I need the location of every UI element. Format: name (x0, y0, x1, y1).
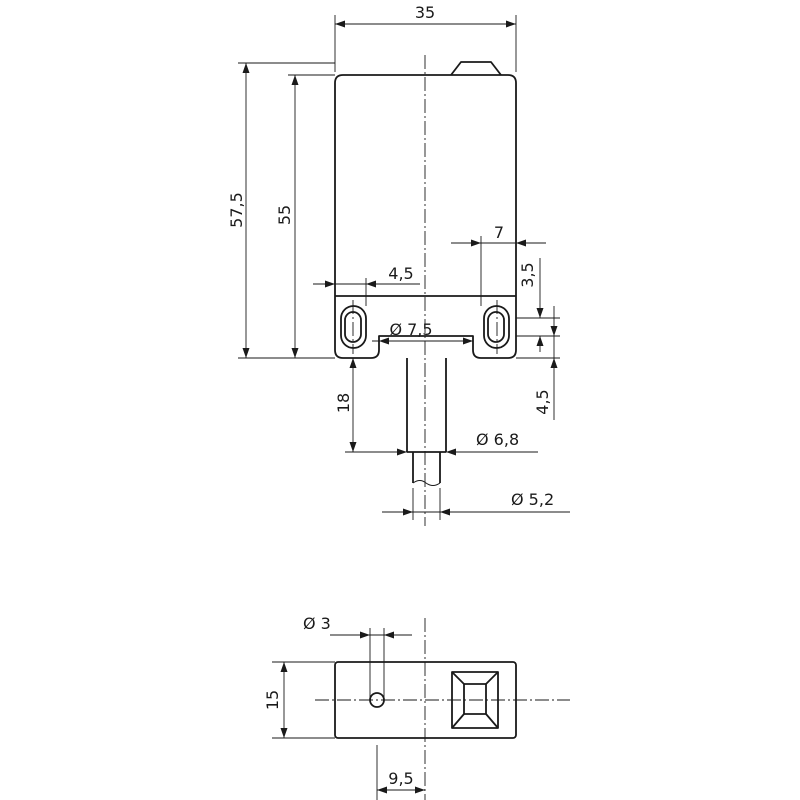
right-slot-inner (487, 311, 505, 343)
dim-slot-height-3-5: 3,5 (516, 258, 560, 352)
cable-break (412, 480, 441, 486)
dim-height-55: 55 (275, 74, 335, 358)
dim-depth-15: 15 (263, 661, 335, 739)
dim-text-18: 18 (334, 393, 353, 413)
dim-cable-length-18: 18 (334, 358, 407, 453)
dim-height-57-5: 57,5 (227, 62, 335, 359)
dim-bore-7-5: Ø 7,5 (372, 320, 473, 345)
dim-text-5-2: Ø 5,2 (511, 490, 554, 509)
dim-slot-width-7: 7 (451, 223, 546, 306)
left-mounting-slot (340, 305, 367, 349)
dim-text-dia-3: Ø 3 (303, 614, 331, 633)
dim-width-35: 35 (334, 3, 517, 72)
sensing-face (451, 671, 499, 729)
dim-text-55: 55 (275, 205, 294, 225)
dim-text-57-5: 57,5 (227, 192, 246, 228)
dim-offset-9-5: 9,5 (376, 745, 425, 800)
cable-inner (407, 451, 446, 483)
housing-top-bump (450, 61, 502, 76)
front-view: 35 57,5 55 7 (227, 3, 570, 526)
housing-outline (334, 74, 517, 359)
dim-text-35: 35 (415, 3, 435, 22)
right-mounting-slot (483, 305, 510, 349)
dim-cable-dia-6-8: Ø 6,8 (375, 430, 538, 456)
dim-text-4-5-bottom: 4,5 (533, 389, 552, 414)
dim-slot-spacing-4-5: 4,5 (516, 306, 560, 420)
cable-outer (406, 358, 447, 452)
dim-text-4-5-top: 4,5 (388, 264, 413, 283)
dim-text-7: 7 (494, 223, 504, 242)
dim-text-bore-7-5: Ø 7,5 (389, 320, 432, 339)
dim-slot-offset-4-5: 4,5 (313, 264, 420, 306)
dim-text-15: 15 (263, 690, 282, 710)
dim-cable-dia-5-2: Ø 5,2 (382, 488, 570, 520)
dim-text-3-5: 3,5 (518, 262, 537, 287)
dim-text-6-8: Ø 6,8 (476, 430, 519, 449)
bottom-view: Ø 3 15 9,5 (263, 614, 570, 800)
dim-text-9-5: 9,5 (388, 769, 413, 788)
dim-hole-dia-3: Ø 3 (303, 614, 412, 639)
